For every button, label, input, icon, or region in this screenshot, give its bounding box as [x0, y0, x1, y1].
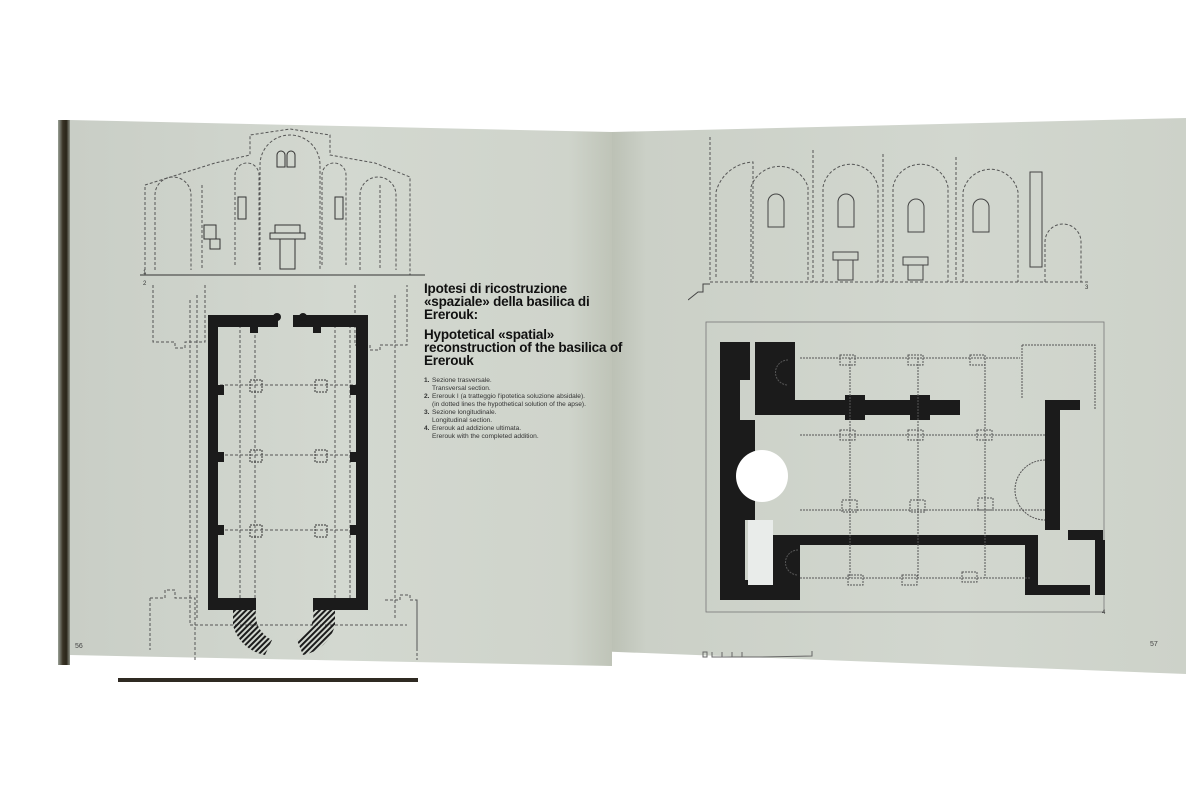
figure-1-transverse-section: [140, 128, 425, 276]
book-cover-edge: [118, 678, 418, 682]
figure-4-plan: [705, 321, 1105, 613]
figure-number: 4: [1102, 610, 1106, 616]
caption-title-italian: Ipotesi di ricostruzione «spaziale» dell…: [424, 281, 590, 322]
caption-block: Ipotesi di ricostruzione «spaziale» dell…: [424, 282, 624, 441]
left-page: [70, 120, 612, 666]
caption-item: 2.Ererouk I (a tratteggio l'ipotetica so…: [424, 393, 586, 408]
page-number-left: 56: [75, 643, 83, 650]
figure-3-longitudinal-section: [688, 137, 1088, 301]
caption-title-english: Hypotetical «spatial» reconstruction of …: [424, 327, 623, 368]
page-number-right: 57: [1150, 641, 1158, 648]
figure-2-plan: [149, 285, 418, 660]
scale-bar: [702, 651, 813, 658]
caption-item: 4.Ererouk ad addizione ultimata.Ererouk …: [424, 425, 539, 440]
caption-item: 1.Sezione trasversale.Transversal sectio…: [424, 377, 492, 392]
caption-item: 3.Sezione longitudinale.Longitudinal sec…: [424, 409, 497, 424]
figure-number: 1: [143, 270, 147, 276]
figure-number: 3: [1085, 285, 1089, 291]
right-page: [612, 118, 1186, 674]
book-edge: [58, 120, 70, 665]
figure-number: 2: [143, 281, 147, 287]
caption-list: 1.Sezione trasversale.Transversal sectio…: [424, 377, 624, 441]
